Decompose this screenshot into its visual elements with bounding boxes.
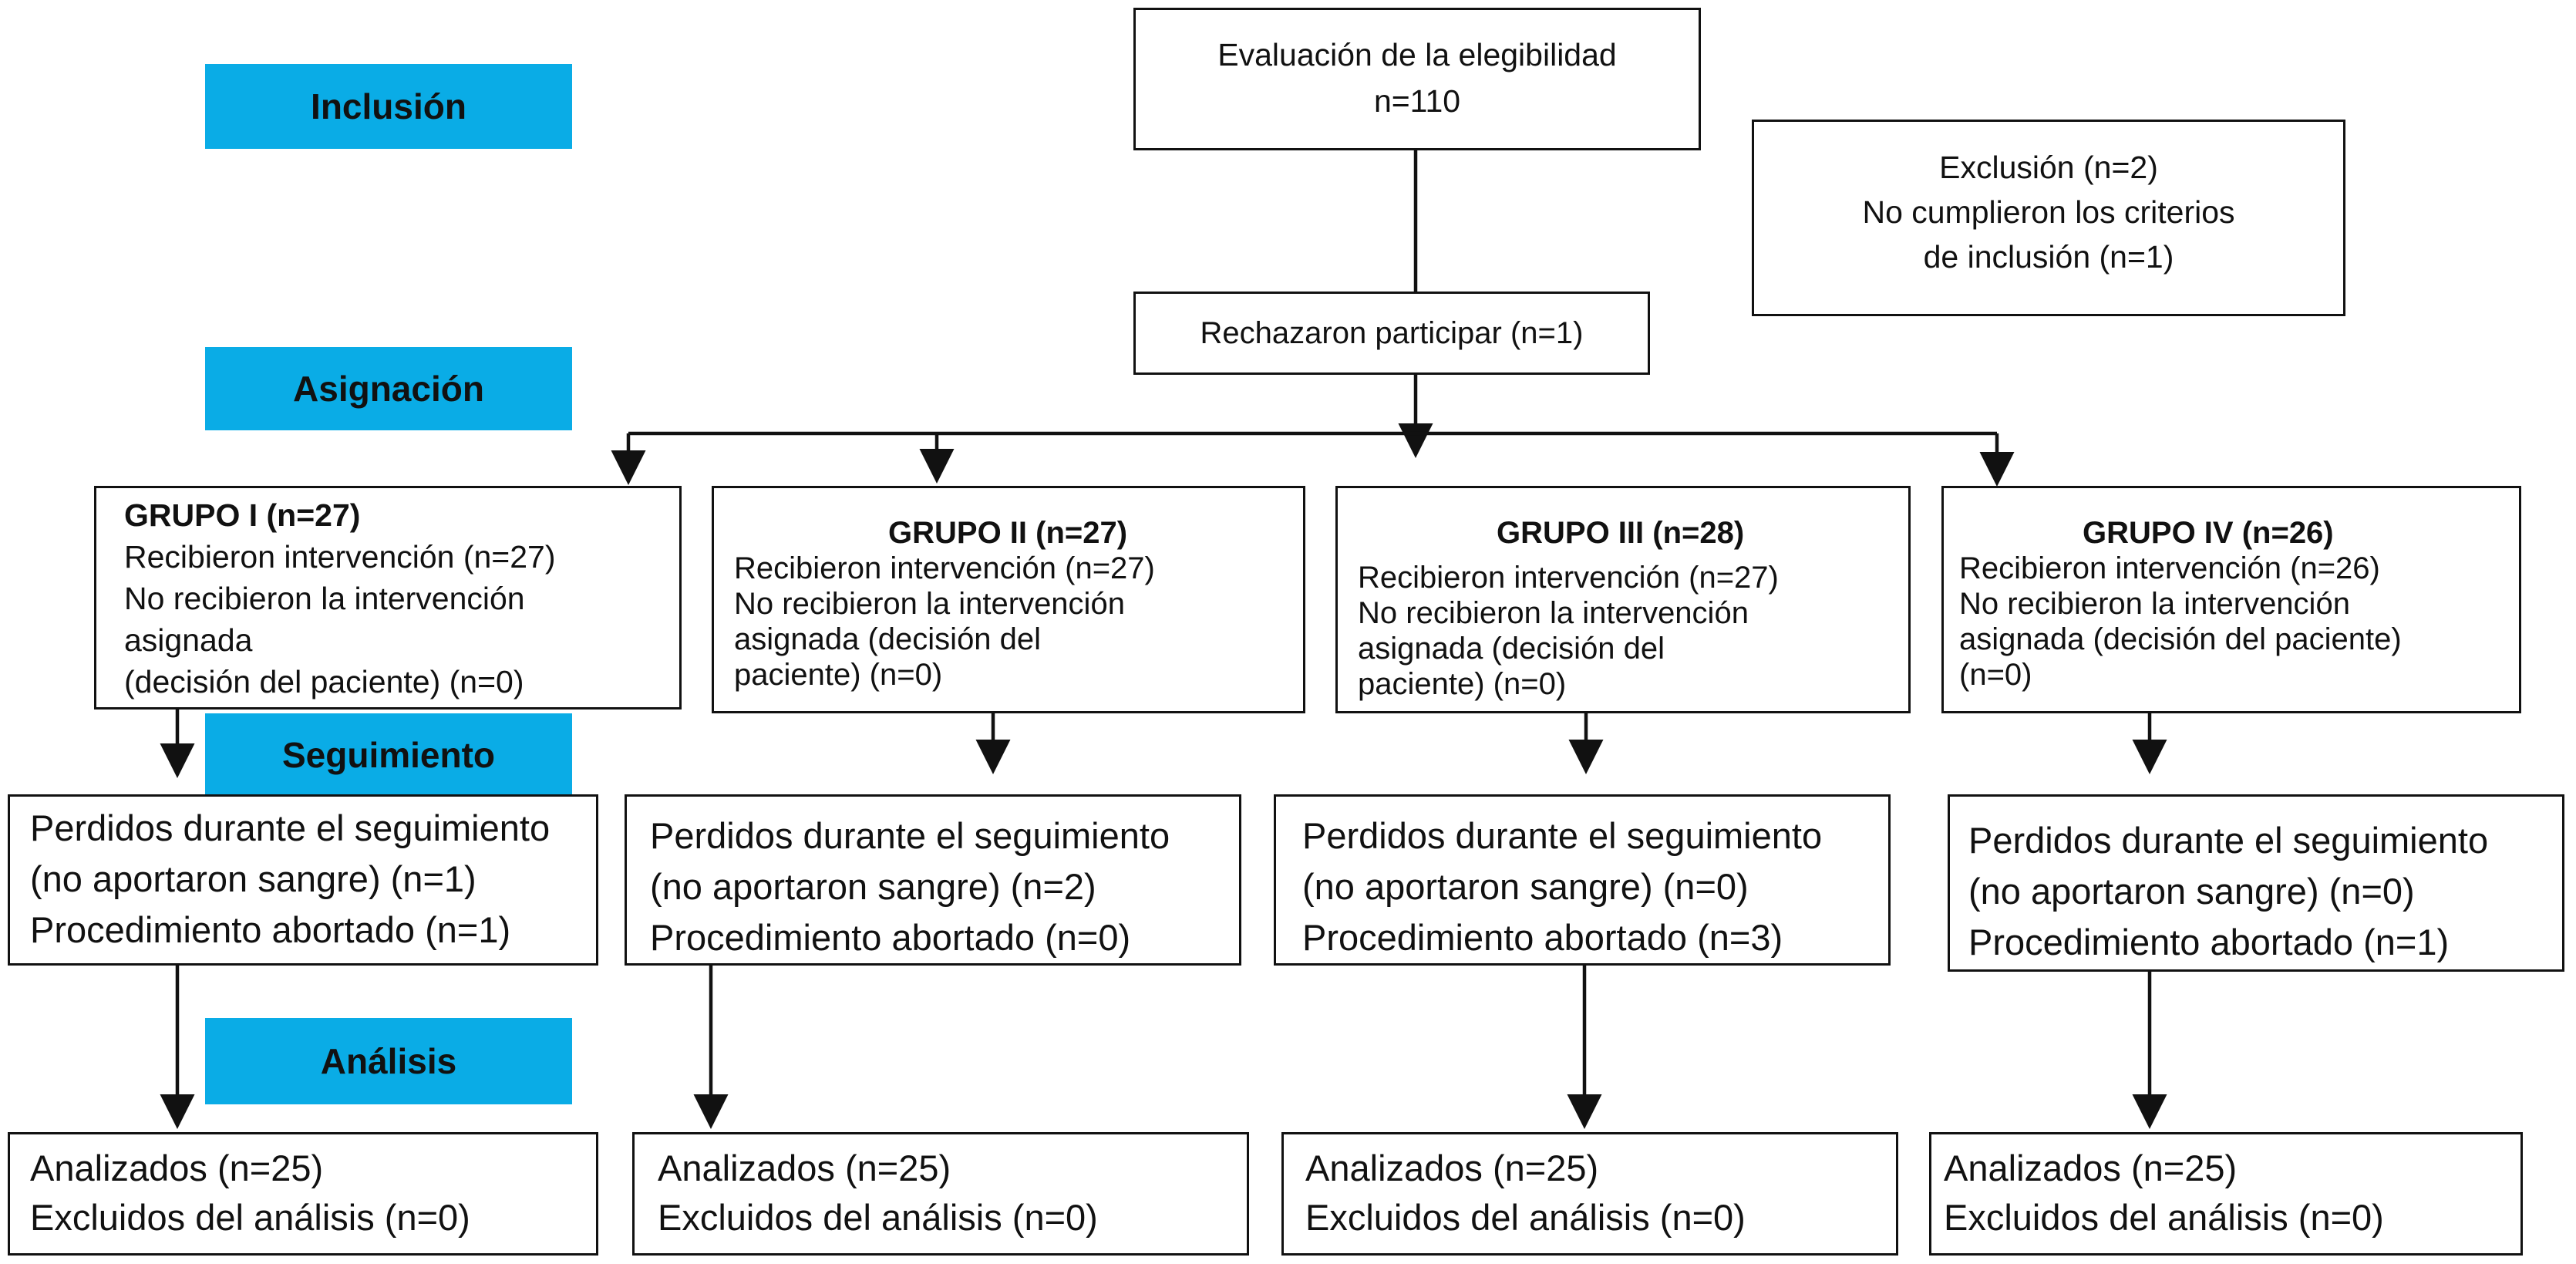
stage-label-allocation: Asignación [205, 347, 572, 430]
group-2-followup-line: (no aportaron sangre) (n=2) [650, 866, 1096, 907]
refused-box: Rechazaron participar (n=1) [1133, 292, 1650, 375]
group-3-allocation-box: GRUPO III (n=28) Recibieron intervención… [1335, 486, 1911, 713]
eligibility-title: Evaluación de la elegibilidad [1217, 37, 1617, 72]
group-2-followup-box: Perdidos durante el seguimiento (no apor… [625, 794, 1241, 966]
group-3-analysis-line: Analizados (n=25) [1305, 1148, 1599, 1188]
group-3-analysis-line: Excluidos del análisis (n=0) [1305, 1197, 1746, 1238]
stage-label-inclusion: Inclusión [205, 64, 572, 149]
group-2-title: GRUPO II (n=27) [888, 516, 1128, 550]
group-1-title: GRUPO I (n=27) [124, 497, 361, 533]
refused-label: Rechazaron participar (n=1) [1200, 316, 1584, 350]
group-1-analysis-line: Excluidos del análisis (n=0) [30, 1197, 470, 1238]
exclusion-criteria-line: No cumplieron los criterios [1862, 194, 2235, 230]
group-4-allocation-line: asignada (decisión del paciente) [1959, 622, 2402, 656]
group-1-followup-line: (no aportaron sangre) (n=1) [30, 858, 476, 899]
group-2-allocation-box: GRUPO II (n=27) Recibieron intervención … [712, 486, 1305, 713]
group-1-followup-box: Perdidos durante el seguimiento (no apor… [8, 794, 598, 966]
group-4-allocation-line: Recibieron intervención (n=26) [1959, 551, 2380, 585]
group-2-followup-line: Perdidos durante el seguimiento [650, 815, 1170, 856]
group-1-followup-line: Procedimiento abortado (n=1) [30, 909, 511, 950]
group-3-allocation-line: No recibieron la intervención [1358, 596, 1749, 630]
group-2-analysis-box: Analizados (n=25) Excluidos del análisis… [632, 1132, 1249, 1256]
group-4-analysis-line: Excluidos del análisis (n=0) [1944, 1197, 2384, 1238]
group-4-allocation-box: GRUPO IV (n=26) Recibieron intervención … [1941, 486, 2521, 713]
group-1-allocation-line: No recibieron la intervención [124, 581, 525, 616]
group-3-allocation-line: paciente) (n=0) [1358, 667, 1567, 701]
group-2-allocation-line: Recibieron intervención (n=27) [734, 551, 1155, 585]
group-1-analysis-line: Analizados (n=25) [30, 1148, 324, 1188]
group-4-analysis-box: Analizados (n=25) Excluidos del análisis… [1929, 1132, 2523, 1256]
group-4-allocation-line: (n=0) [1959, 658, 2032, 692]
group-3-followup-line: (no aportaron sangre) (n=0) [1302, 866, 1749, 907]
group-3-followup-line: Perdidos durante el seguimiento [1302, 815, 1823, 856]
group-3-allocation-line: asignada (decisión del [1358, 632, 1665, 666]
group-3-followup-line: Procedimiento abortado (n=3) [1302, 917, 1783, 958]
group-1-followup-line: Perdidos durante el seguimiento [30, 807, 551, 848]
group-4-followup-box: Perdidos durante el seguimiento (no apor… [1948, 794, 2564, 972]
group-2-followup-line: Procedimiento abortado (n=0) [650, 917, 1131, 958]
group-4-allocation-line: No recibieron la intervención [1959, 587, 2350, 621]
group-2-allocation-line: No recibieron la intervención [734, 587, 1125, 621]
group-2-allocation-line: asignada (decisión del [734, 622, 1042, 656]
group-4-followup-line: Perdidos durante el seguimiento [1968, 820, 2489, 861]
group-1-allocation-box: GRUPO I (n=27) Recibieron intervención (… [94, 486, 682, 710]
group-4-followup-line: Procedimiento abortado (n=1) [1968, 922, 2450, 962]
exclusion-criteria-line: de inclusión (n=1) [1923, 239, 2174, 275]
exclusion-box: Exclusión (n=2) No cumplieron los criter… [1752, 120, 2345, 316]
group-3-title: GRUPO III (n=28) [1497, 516, 1745, 550]
group-4-analysis-line: Analizados (n=25) [1944, 1148, 2238, 1188]
group-1-allocation-line: (decisión del paciente) (n=0) [124, 664, 524, 699]
group-2-analysis-line: Excluidos del análisis (n=0) [658, 1197, 1098, 1238]
group-3-allocation-line: Recibieron intervención (n=27) [1358, 561, 1779, 595]
eligibility-box: Evaluación de la elegibilidad n=110 [1133, 8, 1701, 150]
group-2-allocation-line: paciente) (n=0) [734, 658, 943, 692]
eligibility-count: n=110 [1373, 83, 1461, 119]
group-4-title: GRUPO IV (n=26) [2083, 516, 2334, 550]
group-4-followup-line: (no aportaron sangre) (n=0) [1968, 871, 2415, 912]
exclusion-header: Exclusión (n=2) [1939, 150, 2158, 185]
stage-label-followup: Seguimiento [205, 713, 572, 797]
stage-label-analysis: Análisis [205, 1018, 572, 1104]
group-1-allocation-line: asignada [124, 622, 253, 658]
group-1-analysis-box: Analizados (n=25) Excluidos del análisis… [8, 1132, 598, 1256]
group-3-analysis-box: Analizados (n=25) Excluidos del análisis… [1281, 1132, 1898, 1256]
group-3-followup-box: Perdidos durante el seguimiento (no apor… [1274, 794, 1891, 966]
group-2-analysis-line: Analizados (n=25) [658, 1148, 951, 1188]
group-1-allocation-line: Recibieron intervención (n=27) [124, 539, 556, 575]
